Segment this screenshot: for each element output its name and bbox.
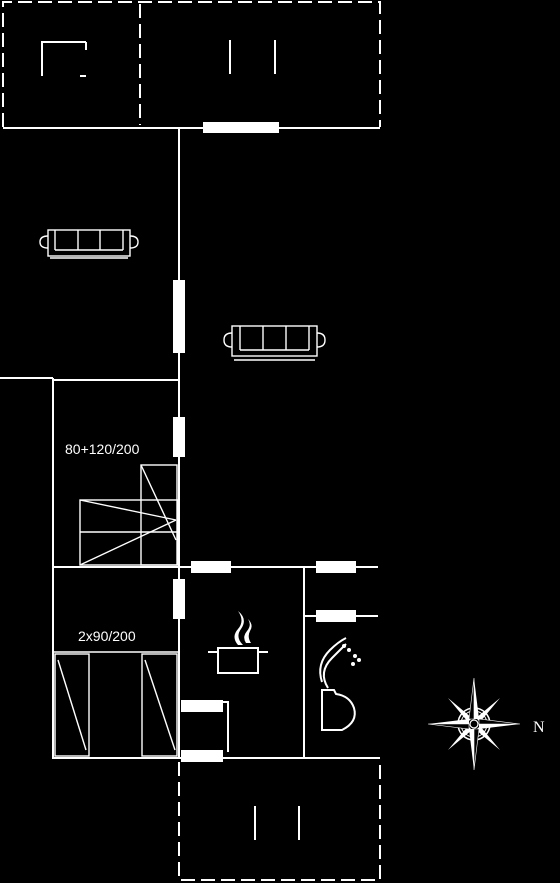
outdoor-benches-icon (254, 806, 300, 840)
sofa-icon (39, 229, 139, 259)
door-hall-2 (181, 750, 223, 762)
bedroom-lower: 2x90/200 (54, 628, 178, 757)
door-living (173, 280, 185, 353)
bedroom-upper: 80+120/200 (65, 441, 179, 566)
bed-icon (54, 653, 90, 757)
cooking-pot-icon (208, 611, 268, 674)
door-bedroom-1 (173, 417, 185, 457)
door-bath-inner (316, 610, 356, 622)
kitchen (208, 611, 268, 752)
bed-icon (79, 464, 179, 566)
bottom-terrace (178, 762, 381, 881)
top-terrace (2, 1, 381, 127)
outdoor-table-icon (41, 41, 87, 77)
door-terrace-top (203, 122, 279, 133)
door-kitchen (191, 561, 231, 573)
door-bedroom-2 (173, 579, 185, 619)
bathroom (319, 637, 361, 731)
bed-icon (141, 653, 178, 757)
shower-icon (319, 637, 361, 689)
bedroom-upper-label: 80+120/200 (65, 441, 140, 457)
doors (173, 122, 356, 762)
sofa-icon (223, 325, 326, 361)
toilet-icon (321, 689, 356, 731)
outer-walls (0, 127, 380, 759)
outdoor-benches-icon (229, 40, 276, 74)
compass-north-label: N (533, 719, 545, 736)
door-hall-1 (181, 700, 223, 712)
compass-rose-icon (427, 677, 521, 771)
door-bath-top (316, 561, 356, 573)
bedroom-lower-label: 2x90/200 (78, 628, 136, 644)
